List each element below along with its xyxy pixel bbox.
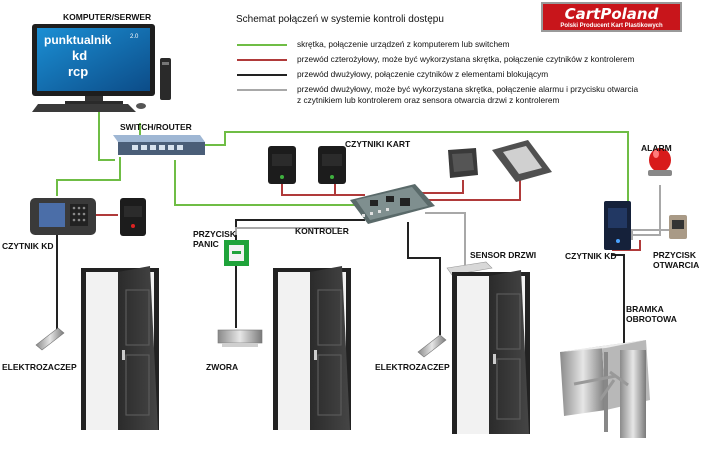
controller-board xyxy=(350,184,435,224)
card-reader-2 xyxy=(318,146,346,184)
electromagnetic-lock xyxy=(217,329,263,347)
wire-switch-reader-left xyxy=(56,157,121,196)
wire-computer-switch xyxy=(98,110,115,161)
label-computer: KOMPUTER/SERWER xyxy=(63,12,152,22)
label-magnet: ZWORA xyxy=(206,362,239,372)
wire-sensor xyxy=(425,212,466,268)
screen-text-3: rcp xyxy=(68,64,88,79)
card-reader-1 xyxy=(268,146,296,184)
diagram-title: Schemat połączeń w systemie kontroli dos… xyxy=(236,14,444,25)
wire-reader-1 xyxy=(281,183,365,196)
label-switch: SWITCH/ROUTER xyxy=(120,122,192,132)
door-sensor xyxy=(446,261,493,276)
electric-strike-middle xyxy=(417,334,447,358)
screen-text-2: kd xyxy=(72,48,87,63)
logo-main-text: CartPoland xyxy=(564,5,659,23)
screen-logo-text: punktualnik 2.0 kd rcp xyxy=(44,33,139,79)
computer-server xyxy=(32,24,171,112)
legend-line-green xyxy=(237,44,287,46)
cartpoland-logo: CartPoland Polski Producent Kart Plastik… xyxy=(541,2,682,32)
reader-kd-terminal xyxy=(30,198,96,235)
label-turnstile: BRAMKA OBROTOWA xyxy=(626,304,677,324)
legend-text-gray: przewód dwużyłowy, może być wykorzystana… xyxy=(297,84,639,94)
alarm-siren xyxy=(648,148,672,176)
wire-reader-3 xyxy=(420,180,464,194)
door-right xyxy=(452,270,530,434)
label-strike-middle: ELEKTROZACZEP xyxy=(375,362,450,372)
logo-sub-text: Polski Producent Kart Plastikowych xyxy=(560,23,663,29)
door-left xyxy=(81,266,159,430)
card-reader-3 xyxy=(448,148,478,178)
wire-reader-4 xyxy=(420,178,521,201)
label-panic: PRZYCISK PANIC xyxy=(193,229,236,249)
label-reader-kd-right: CZYTNIK KD xyxy=(565,251,617,261)
label-alarm: ALARM xyxy=(641,143,672,153)
label-controller: KONTROLER xyxy=(295,226,349,236)
legend-text-green: skrętka, połączenie urządzeń z komputere… xyxy=(297,39,510,49)
panic-button xyxy=(224,240,249,266)
label-exit-button: PRZYCISK OTWARCIA xyxy=(653,250,700,270)
label-sensor: SENSOR DRZWI xyxy=(470,250,537,260)
label-strike-left: ELEKTROZACZEP xyxy=(2,362,77,372)
legend-line-red xyxy=(237,59,287,61)
wire-panic xyxy=(235,227,340,235)
electric-strike-left xyxy=(35,327,65,351)
card-reader-4 xyxy=(492,140,552,182)
door-middle xyxy=(273,266,351,430)
reader-kd-right xyxy=(604,201,631,250)
legend-text-red: przewód czterożyłowy, może być wykorzyst… xyxy=(297,54,635,64)
wire-switch-reader-right xyxy=(195,131,629,205)
legend-text-gray-2: z czytnikiem lub kontrolerem oraz sensor… xyxy=(297,95,560,105)
wire-reader-turnstile xyxy=(612,254,625,345)
label-reader-kd-left: CZYTNIK KD xyxy=(2,241,54,251)
turnstile xyxy=(560,340,650,438)
legend-line-gray xyxy=(237,89,287,91)
legend-text-black: przewód dwużyłowy, połączenie czytników … xyxy=(297,69,549,79)
legend-line-black xyxy=(237,74,287,76)
wire-controller-strike xyxy=(407,222,441,335)
screen-text-1: punktualnik xyxy=(44,33,112,47)
exit-button xyxy=(669,215,687,239)
card-reader-left xyxy=(120,198,146,236)
label-readers: CZYTNIKI KART xyxy=(345,139,411,149)
screen-text-ver: 2.0 xyxy=(130,34,139,40)
switch-router xyxy=(113,135,205,155)
wire-switch-controller xyxy=(174,160,355,206)
wire-controller-magnet xyxy=(235,219,365,328)
